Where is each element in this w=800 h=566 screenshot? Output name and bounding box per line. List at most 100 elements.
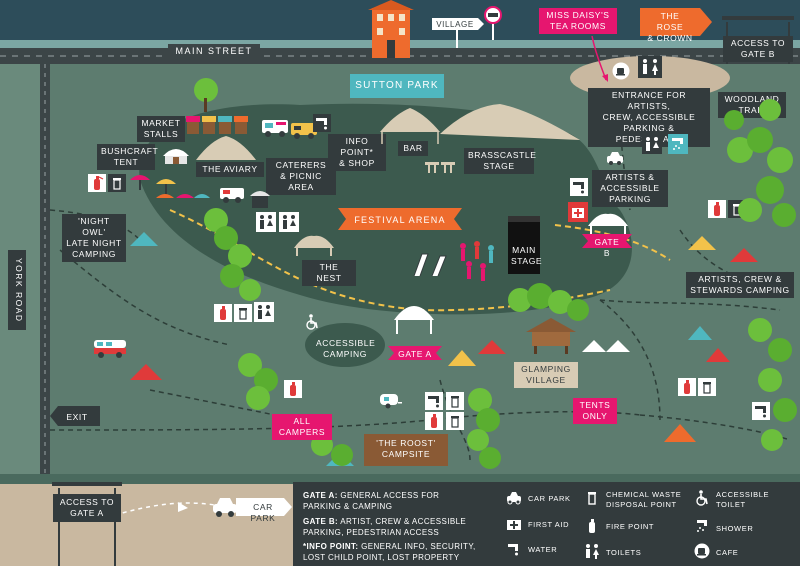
umbrella-icons	[130, 175, 176, 194]
legend-cafe: CAFE	[716, 548, 739, 557]
gate-a-label: GATE A	[398, 349, 432, 359]
caterers-label: CATERERS & PICNIC AREA	[266, 158, 336, 195]
car-icon	[607, 152, 623, 165]
aviary-marquee-icon	[196, 136, 256, 160]
bin-icon	[108, 174, 126, 192]
the-nest-label: THE NEST	[302, 260, 356, 286]
gate-b-banner	[582, 234, 632, 248]
glamping-village-label: GLAMPING VILLAGE	[514, 362, 578, 388]
tree-icon	[194, 78, 797, 469]
arrow-to-entrance	[591, 36, 608, 82]
access-gate-a-sign	[52, 482, 122, 566]
fire-extinguisher-icon	[214, 304, 232, 322]
bin-icon	[234, 304, 252, 322]
bushcraft-tent-label: BUSHCRAFT TENT	[97, 144, 158, 170]
deckchair-icon	[413, 253, 447, 277]
legend-gate-b-title: GATE B:	[303, 517, 339, 526]
aviary-label: THE AVIARY	[196, 162, 264, 177]
legend-info-point: *INFO POINT: GENERAL INFO, SECURITY, LOS…	[303, 541, 503, 563]
gate-a-arch-icon	[394, 306, 434, 334]
water-tap-icon	[570, 178, 588, 196]
car-icon	[213, 498, 237, 517]
festival-arena-label: FESTIVAL ARENA	[354, 215, 446, 225]
fire-extinguisher-icon	[284, 380, 302, 398]
shower-icon	[697, 520, 707, 532]
legend-toilets: TOILETS	[606, 548, 642, 557]
catering-van-icon	[220, 188, 244, 203]
access-gate-b-label: ACCESS TO GATE B	[723, 36, 793, 62]
legend-gate-a-text: GENERAL ACCESS FOR PARKING & CAMPING	[303, 491, 440, 511]
bin-icon	[698, 378, 716, 396]
gate-a-banner	[388, 346, 442, 360]
water-tap-icon	[425, 392, 443, 410]
catering-stall-icon	[250, 191, 270, 208]
house-icon	[368, 0, 414, 58]
the-roost-label: 'THE ROOST' CAMPSITE	[364, 434, 448, 466]
info-point-label: INFO POINT* & SHOP	[328, 134, 386, 171]
fire-extinguisher-icon	[678, 378, 696, 396]
campervan-icon	[94, 340, 126, 358]
night-owl-camping-label: 'NIGHT OWL' LATE NIGHT CAMPING	[62, 214, 126, 262]
fire-extinguisher-icon	[425, 412, 443, 430]
legend-first-aid: FIRST AID	[528, 520, 570, 529]
water-tap-icon	[508, 544, 518, 556]
legend-info-title: *INFO POINT:	[303, 542, 359, 551]
marquee-icon	[380, 104, 580, 144]
crowd-icon	[460, 241, 494, 281]
fire-extinguisher-icon	[88, 174, 106, 192]
toilets-icon	[279, 212, 299, 232]
main-street-label: MAIN STREET	[168, 44, 260, 59]
artists-parking-label: ARTISTS & ACCESSIBLE PARKING	[592, 170, 668, 207]
first-aid-icon	[507, 520, 521, 530]
legend-fire-point: FIRE POINT	[606, 522, 655, 531]
shower-icon	[668, 134, 688, 154]
fire-extinguisher-icon	[708, 200, 726, 218]
water-tap-icon	[313, 114, 331, 132]
fire-extinguisher-icon	[589, 519, 595, 533]
caravan-icon	[380, 394, 402, 409]
car-icon	[507, 492, 521, 505]
york-road-label: YORK ROAD	[8, 250, 26, 330]
food-van-icon	[291, 123, 317, 139]
legend-water: WATER	[528, 545, 558, 554]
water-tap-icon	[752, 402, 770, 420]
accessible-camping-area	[305, 323, 385, 367]
brasscastle-stage-label: BRASSCASTLE STAGE	[464, 148, 536, 174]
toilets-icon	[638, 56, 662, 78]
main-stage-label: MAIN STAGE	[510, 244, 543, 268]
tents-only-label: TENTS ONLY	[573, 398, 617, 424]
bin-icon	[588, 492, 596, 505]
rose-and-crown-label: THE ROSE & CROWN	[647, 11, 693, 43]
access-gate-a-label: ACCESS TO GATE A	[53, 494, 121, 522]
toilets-icon	[642, 134, 662, 154]
cafe-icon	[694, 543, 710, 559]
stall-icon	[186, 116, 248, 134]
wheelchair-icon	[306, 314, 318, 330]
toilets-icon	[256, 212, 276, 232]
village-label: VILLAGE	[436, 20, 474, 29]
first-aid-icon	[568, 202, 588, 222]
sutton-park-label: SUTTON PARK	[350, 74, 444, 98]
legend-gate-b: GATE B: ARTIST, CREW & ACCESSIBLE PARKIN…	[303, 516, 503, 538]
legend-chemical-waste: CHEMICAL WASTE DISPOSAL POINT	[606, 490, 682, 509]
toilets-icon	[586, 544, 599, 559]
bin-icon	[446, 412, 464, 430]
legend-gate-a-title: GATE A:	[303, 491, 338, 500]
no-entry-sign-icon	[484, 6, 502, 40]
picnic-table-icon	[425, 162, 455, 173]
market-stalls-label: MARKET STALLS	[137, 116, 185, 142]
gate-b-label: GATE B	[594, 237, 620, 258]
cafe-icon	[612, 62, 630, 80]
treehouse-icon	[526, 318, 576, 354]
bar-label: BAR	[398, 141, 428, 156]
legend-accessible-toilet: ACCESSIBLE TOILET	[716, 490, 770, 509]
all-campers-label: ALL CAMPERS	[272, 414, 332, 440]
car-park-label: CAR PARK	[250, 502, 276, 523]
village-signpost	[432, 18, 484, 48]
nest-marquee-icon	[294, 235, 334, 256]
legend-panel	[293, 482, 800, 566]
rose-and-crown-sign	[640, 8, 712, 36]
food-truck-icon	[262, 120, 288, 137]
